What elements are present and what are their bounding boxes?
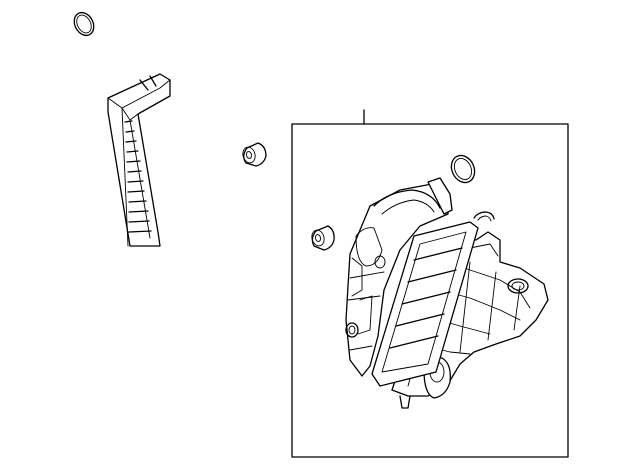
assembly-frame [291, 123, 569, 458]
clip [473, 211, 495, 222]
air-cleaner-housing-upper [345, 177, 453, 377]
air-filter-element [371, 221, 479, 387]
intake-duct [107, 73, 171, 247]
grommet [242, 142, 267, 167]
o-ring-seal [73, 11, 95, 37]
grommet-inner [311, 225, 335, 251]
o-ring-seal-inner [450, 154, 476, 184]
